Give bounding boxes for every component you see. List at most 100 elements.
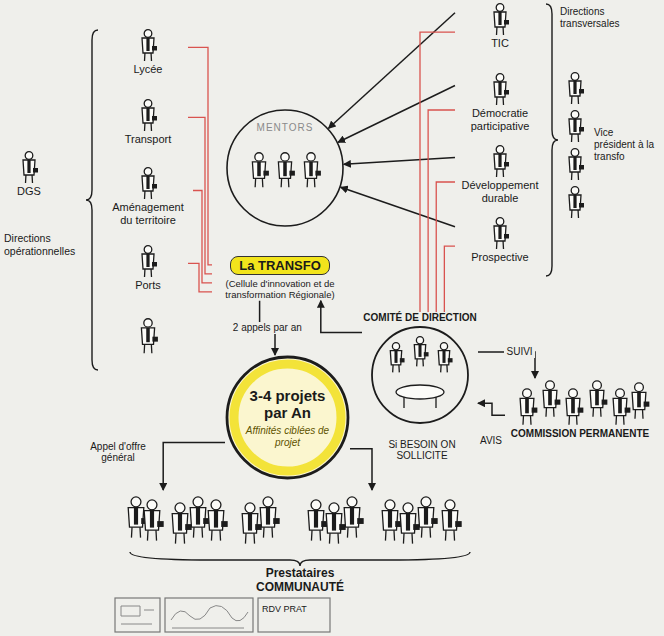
connector <box>321 301 362 333</box>
briefcase <box>152 116 157 121</box>
person-icon <box>344 497 364 538</box>
person-head <box>329 503 339 513</box>
person-tie <box>214 511 218 528</box>
person-head <box>403 503 413 513</box>
connector <box>444 246 455 312</box>
briefcase <box>448 358 453 362</box>
direction-name: Démocratie participative <box>455 106 545 133</box>
person-head <box>147 500 157 510</box>
person-tie <box>498 154 501 167</box>
direction-node: Aménagement du territoire <box>103 166 193 227</box>
person-tie <box>406 514 410 531</box>
person-tie <box>146 108 149 121</box>
person-tie <box>27 160 30 173</box>
person-body <box>494 12 506 27</box>
person-tie <box>283 162 287 176</box>
briefcase <box>357 518 364 524</box>
direction-node: Prospective <box>455 216 545 265</box>
person-icon <box>390 343 404 373</box>
person-tie <box>146 254 149 267</box>
briefcase <box>578 408 584 413</box>
direction-name: Prospective <box>455 250 545 265</box>
person-icon <box>494 74 509 105</box>
person-body <box>442 511 458 531</box>
person-body <box>390 351 401 365</box>
person-tie <box>637 392 641 407</box>
provider-bracket <box>120 550 480 566</box>
person-icon <box>590 381 607 417</box>
executive-node: DGS <box>6 150 52 199</box>
briefcase <box>263 171 269 176</box>
person-body <box>569 195 581 210</box>
person-head <box>445 500 455 510</box>
person-icon <box>172 503 192 544</box>
sketch-frame <box>258 598 330 632</box>
person-tie <box>248 514 252 531</box>
person-icon <box>442 500 462 541</box>
person-icon <box>190 497 210 538</box>
connector <box>478 403 505 415</box>
person-tie <box>618 398 622 413</box>
briefcase <box>579 89 584 94</box>
briefcase <box>504 90 509 95</box>
direction-name: Aménagement du territoire <box>103 200 193 227</box>
person-icon <box>613 389 630 425</box>
person-body <box>260 508 276 528</box>
person-tie <box>424 508 428 525</box>
connector <box>188 117 212 273</box>
person-figure <box>17 150 41 184</box>
bracket <box>130 552 470 566</box>
briefcase <box>504 20 509 25</box>
briefcase <box>644 402 650 407</box>
person-body <box>128 508 144 528</box>
briefcase <box>221 521 228 527</box>
person-icon <box>569 187 584 218</box>
vice-president-label: Vice président à la transfo <box>594 127 656 163</box>
briefcase <box>400 358 405 362</box>
person-tie <box>388 511 392 528</box>
table-legs <box>404 397 436 408</box>
person-head <box>311 500 321 510</box>
person-body <box>438 351 449 365</box>
right-bracket <box>546 4 558 276</box>
person-icon <box>438 343 452 373</box>
person-icon <box>308 500 328 541</box>
person-body <box>23 160 35 175</box>
person-icon <box>494 4 509 35</box>
person-icon <box>304 153 321 187</box>
briefcase <box>152 184 157 189</box>
person-icon <box>142 100 157 131</box>
edge-label: 2 appels par an <box>231 322 304 334</box>
person-body <box>590 390 604 407</box>
person-body <box>494 154 506 169</box>
person-figure <box>488 72 512 106</box>
person-body <box>344 508 360 528</box>
sketch-label: RDV PRAT <box>262 604 326 615</box>
person-tie <box>595 390 599 405</box>
person-tie <box>571 398 575 413</box>
person-body <box>566 398 580 415</box>
connector <box>193 191 212 283</box>
person-icon <box>260 497 280 538</box>
person-head <box>193 497 203 507</box>
person-figure <box>136 244 160 278</box>
connector <box>188 47 212 265</box>
person-body <box>418 508 434 528</box>
person-head <box>211 500 221 510</box>
person-body <box>569 119 581 134</box>
person-tie <box>196 508 200 525</box>
person-body <box>326 514 342 534</box>
person-body <box>172 514 188 534</box>
person-body <box>543 390 557 407</box>
briefcase <box>532 408 538 413</box>
committee-circle: COMITÉ DE DIRECTION <box>362 312 478 426</box>
direction-node: Transport <box>108 98 188 147</box>
person-body <box>144 511 160 531</box>
circle-title: MENTORS <box>257 122 314 133</box>
person-head <box>496 146 504 154</box>
person-icon <box>326 503 346 544</box>
person-tie <box>498 82 501 95</box>
connector <box>341 187 455 226</box>
briefcase <box>555 400 561 405</box>
circle-border <box>227 357 348 478</box>
